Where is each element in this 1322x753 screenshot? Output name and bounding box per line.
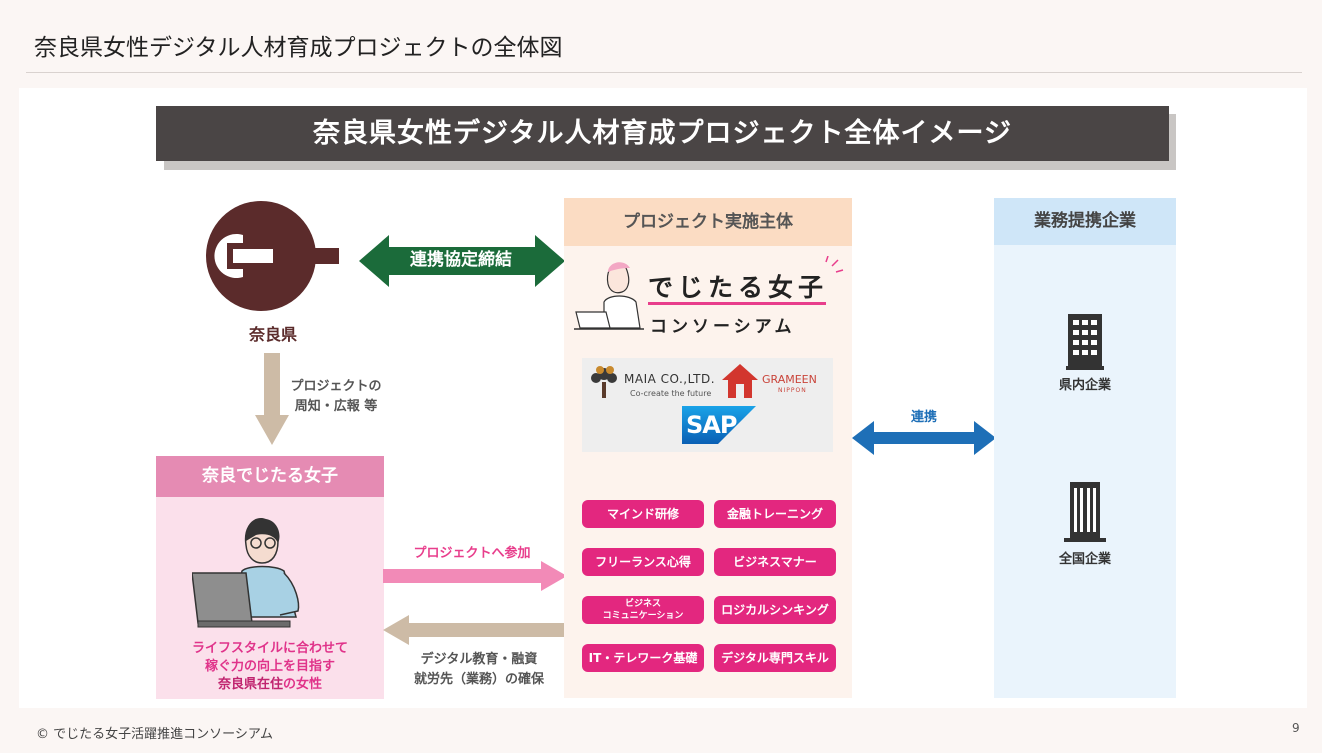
program-mind-training: マインド研修	[582, 500, 704, 528]
joshi-box-title: 奈良でじたる女子	[156, 456, 384, 497]
joshi-line-3-rest: の女性	[283, 677, 322, 692]
sap-wordmark: SAP	[686, 411, 736, 439]
program-it-telework: IT・テレワーク基礎	[582, 644, 704, 672]
local-companies-label: 県内企業	[994, 374, 1176, 393]
grameen-name: GRAMEEN	[762, 373, 817, 386]
program-business-communication-line-2: コミュニケーション	[582, 610, 704, 622]
publicity-line-1: プロジェクトの	[281, 377, 391, 397]
publicity-line-2: 周知・広報 等	[281, 397, 391, 417]
business-partners-column: 業務提携企業 県内企業 全国企業	[994, 198, 1176, 698]
footer-copyright: © でじたる女子活躍推進コンソーシアム	[36, 723, 273, 742]
building-icon	[1066, 314, 1104, 370]
program-logical-thinking: ロジカルシンキング	[714, 596, 836, 624]
maia-tree-icon	[588, 364, 620, 398]
publicity-label: プロジェクトの 周知・広報 等	[281, 377, 391, 417]
maia-name: MAIA CO.,LTD.	[624, 372, 715, 386]
nara-label: 奈良県	[218, 321, 328, 345]
maia-tagline: Co-create the future	[630, 389, 711, 398]
consortium-underline	[648, 302, 826, 305]
diagram-canvas: 奈良県女性デジタル人材育成プロジェクト全体イメージ 奈良県 連携協定締結 プロジ…	[19, 88, 1307, 708]
diagram-banner: 奈良県女性デジタル人材育成プロジェクト全体イメージ	[156, 106, 1169, 161]
page-number: 9	[1292, 721, 1300, 735]
joshi-line-3: 奈良県在住の女性	[156, 676, 384, 694]
grameen-house-icon	[722, 364, 758, 398]
title-divider	[26, 72, 1302, 73]
project-column-title: プロジェクト実施主体	[564, 198, 852, 246]
support-label: デジタル教育・融資 就労先（業務）の確保	[391, 650, 567, 690]
link-arrow	[852, 421, 996, 455]
nara-emblem-icon	[203, 201, 339, 311]
program-business-communication: ビジネス コミュニケーション	[582, 596, 704, 624]
support-return-arrow	[383, 615, 567, 645]
joshi-line-3-strong: 奈良県在住	[218, 677, 283, 692]
joshi-line-1: ライフスタイルに合わせて	[156, 640, 384, 658]
program-freelance: フリーランス心得	[582, 548, 704, 576]
grameen-subname: NIPPON	[778, 387, 807, 394]
project-column: プロジェクト実施主体 でじたる女子 コンソーシアム MAIA CO.,LTD.	[564, 198, 852, 698]
joshi-description: ライフスタイルに合わせて 稼ぐ力の向上を目指す 奈良県在住の女性	[156, 640, 384, 694]
support-line-2: 就労先（業務）の確保	[391, 670, 567, 690]
woman-with-laptop-illustration	[192, 511, 352, 637]
slide-title: 奈良県女性デジタル人材育成プロジェクトの全体図	[34, 28, 563, 62]
join-label: プロジェクトへ参加	[387, 542, 557, 561]
program-finance-training: 金融トレーニング	[714, 500, 836, 528]
business-partners-title: 業務提携企業	[994, 198, 1176, 245]
joshi-box: ライフスタイルに合わせて 稼ぐ力の向上を目指す 奈良県在住の女性	[156, 497, 384, 699]
program-business-manner: ビジネスマナー	[714, 548, 836, 576]
program-digital-skills: デジタル専門スキル	[714, 644, 836, 672]
partner-logos: MAIA CO.,LTD. Co-create the future GRAME…	[582, 358, 833, 452]
agreement-label: 連携協定締結	[391, 246, 531, 274]
joshi-line-2: 稼ぐ力の向上を目指す	[156, 658, 384, 676]
support-line-1: デジタル教育・融資	[391, 650, 567, 670]
office-tower-icon	[1064, 482, 1106, 542]
national-companies-label: 全国企業	[994, 548, 1176, 567]
consortium-name-line-2: コンソーシアム	[650, 312, 795, 337]
program-business-communication-line-1: ビジネス	[582, 598, 704, 610]
consortium-name-line-1: でじたる女子	[648, 268, 828, 304]
join-arrow	[383, 561, 567, 591]
